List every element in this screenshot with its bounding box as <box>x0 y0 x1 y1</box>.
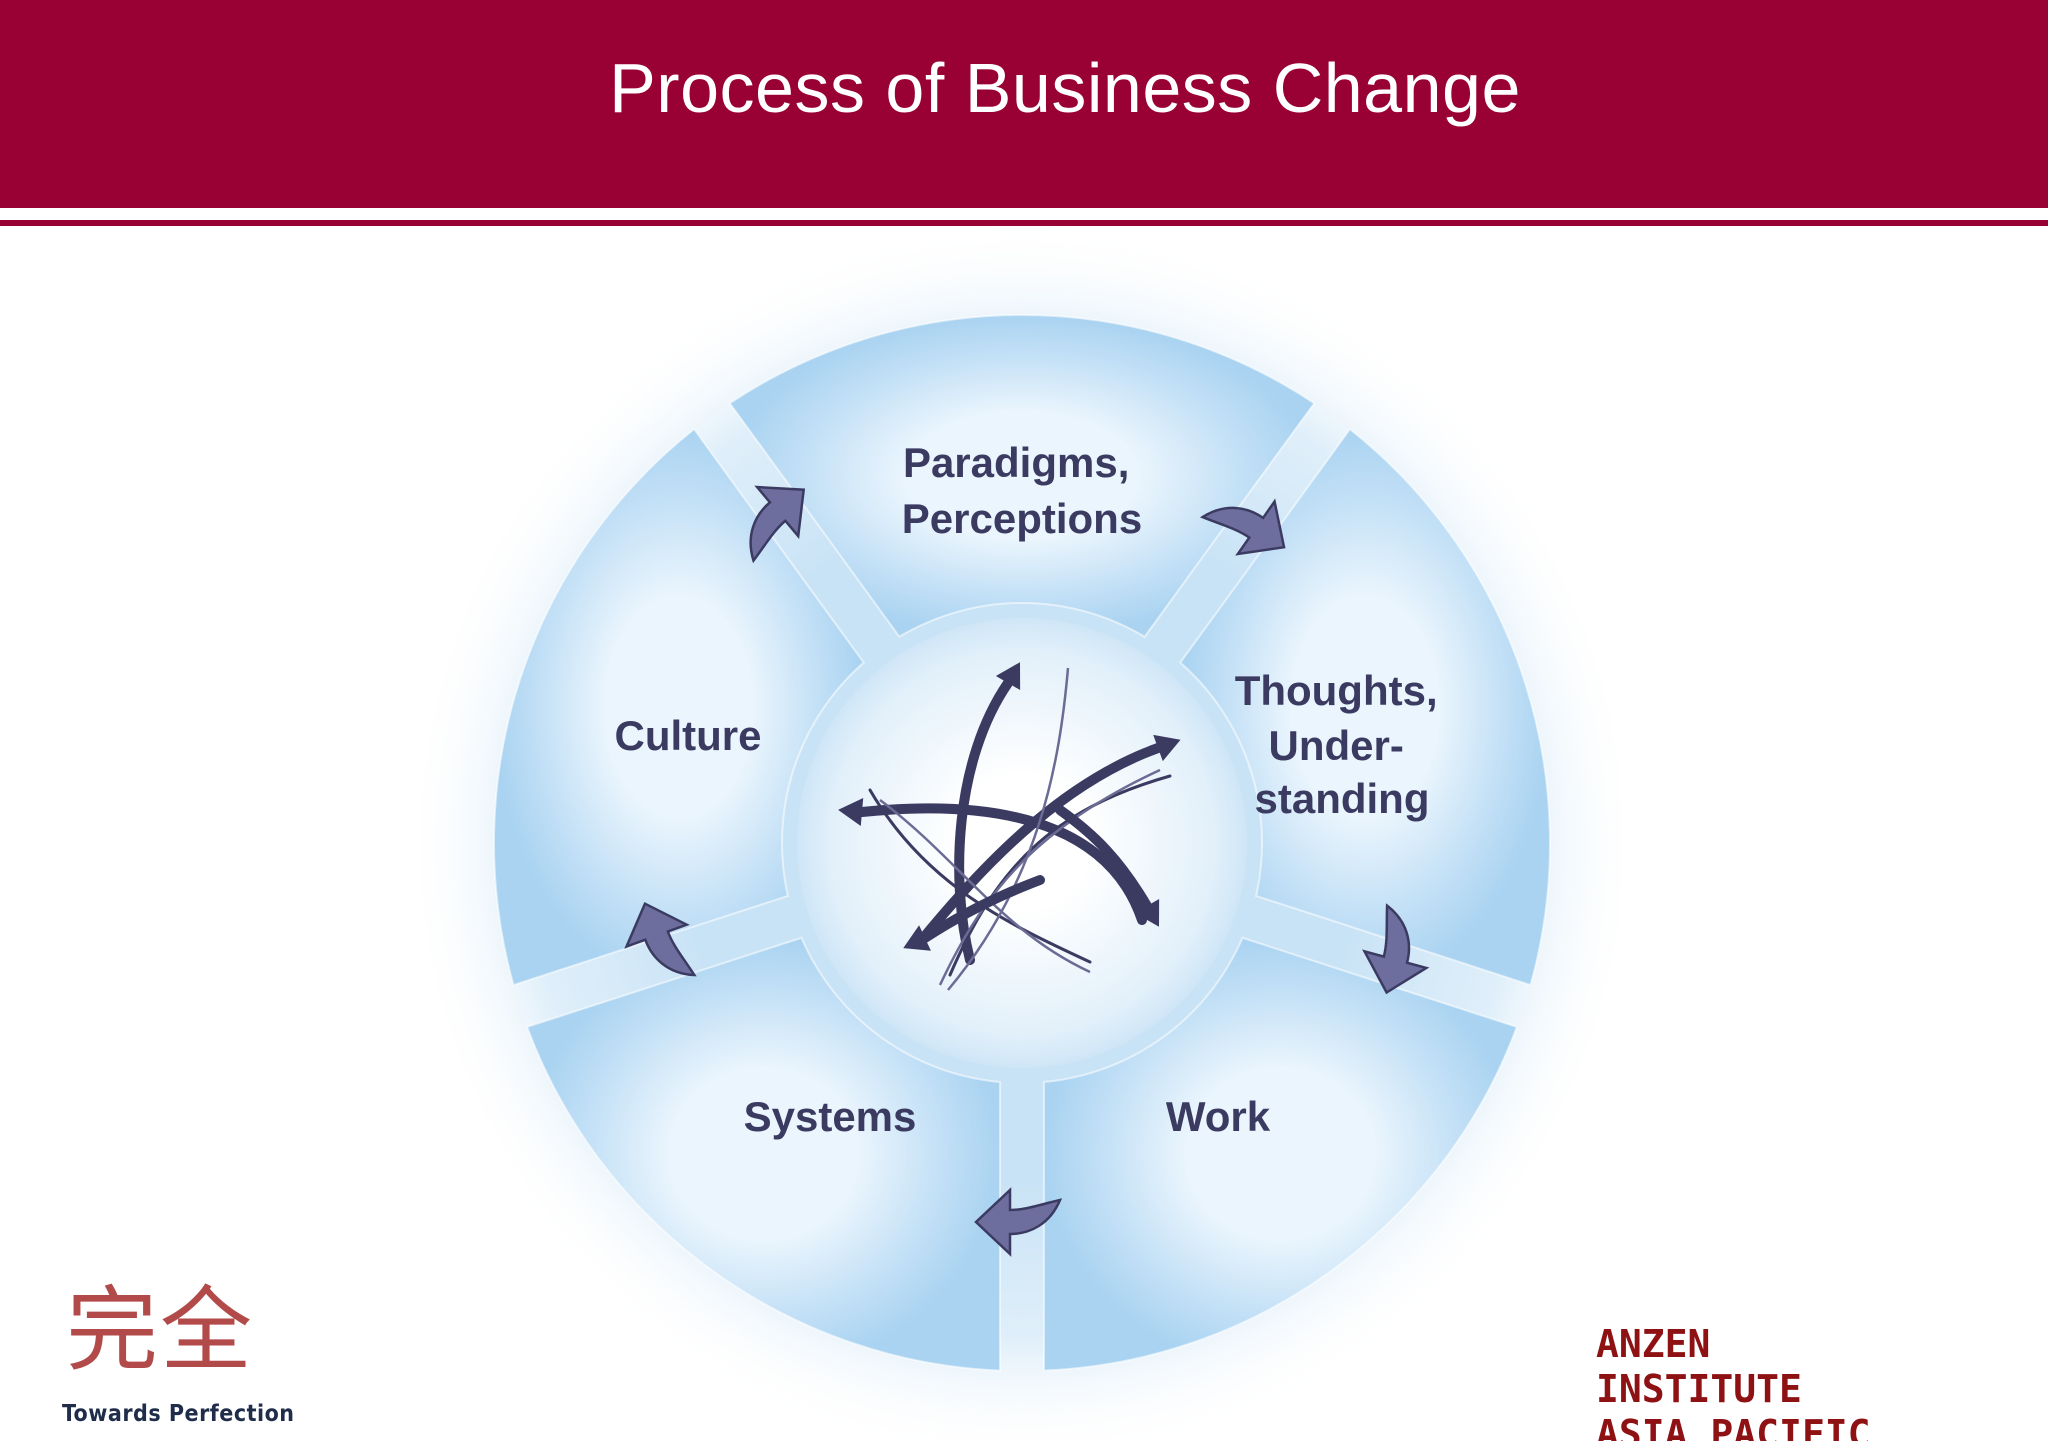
center-star-arrows <box>838 662 1181 991</box>
center-swirl-c <box>938 768 1161 986</box>
cycle-arrow-culture-to-paradigms <box>749 485 806 564</box>
header-rule <box>0 220 2048 226</box>
center-arrow-down-left-head <box>903 925 931 951</box>
institute-line-2: INSTITUTE <box>1596 1367 1802 1411</box>
center-swirl-a <box>947 667 1070 991</box>
center-arrow-thin-b <box>948 774 1172 977</box>
cycle-arrow-thoughts-to-work <box>1362 903 1430 995</box>
institute-line-3: ASIA PACIFIC <box>1596 1412 1871 1441</box>
center-swirl-b <box>879 799 1091 974</box>
segment-label-paradigms: Paradigms, Perceptions <box>902 439 1142 542</box>
center-arrow-up <box>954 678 1013 965</box>
segment-label-work: Work <box>1166 1093 1271 1140</box>
center-arrow-right-head <box>1153 734 1181 762</box>
center-arrow-down-left <box>920 875 1045 943</box>
center-arrow-down-right <box>1055 805 1152 911</box>
segment-label-culture: Culture <box>615 712 762 759</box>
institute-line-1: ANZEN <box>1596 1322 1711 1366</box>
title-banner <box>0 0 2048 208</box>
segment-label-thoughts: Thoughts, Under- standing <box>1235 667 1450 822</box>
slide-title: Process of Business Change <box>609 49 1521 127</box>
center-arrow-thin-a <box>868 788 1092 964</box>
segment-label-systems: Systems <box>744 1093 917 1140</box>
segment-thoughts <box>1178 427 1551 987</box>
cycle-arrow-systems-to-culture <box>624 901 697 977</box>
center-arrow-left-head <box>838 798 864 826</box>
cycle-arrow-paradigms-to-thoughts <box>1199 498 1286 556</box>
segment-culture <box>493 427 866 987</box>
segment-systems <box>525 936 1002 1372</box>
cycle-arrow-work-to-systems <box>974 1187 1063 1257</box>
logo-tagline: Towards Perfection <box>62 1401 295 1427</box>
segment-work <box>1042 936 1519 1372</box>
center-hub <box>797 618 1247 1068</box>
segment-paradigms <box>728 314 1316 639</box>
institute-logo: ANZEN INSTITUTE ASIA PACIFIC <box>1596 1322 1896 1441</box>
center-arrow-up-head <box>995 662 1021 690</box>
kanji-logo: 完全 <box>66 1277 255 1384</box>
center-arrow-down-right-head <box>1134 899 1160 927</box>
